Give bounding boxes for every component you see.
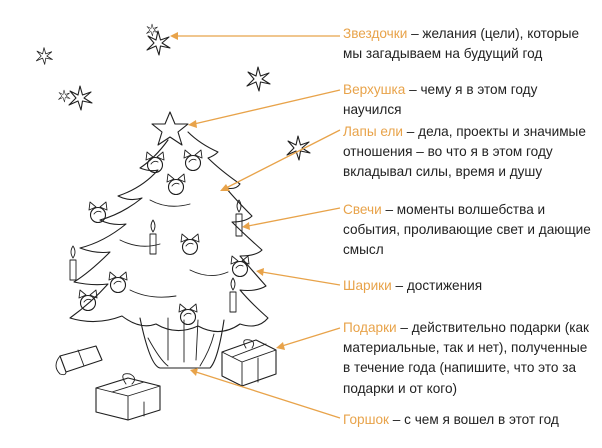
legend-description: желания (цели), которые мы загадываем на… [343, 26, 580, 62]
gift-icon [221, 339, 277, 387]
candle-icon [69, 245, 77, 281]
tree-top-star [151, 111, 189, 146]
candle-icon [235, 199, 243, 237]
ornament-icon [166, 173, 186, 196]
star-icon [151, 111, 189, 146]
ornament-icon [230, 255, 250, 278]
legend-item-tree-top: Верхушка – чему я в этом году научился [343, 80, 597, 120]
legend-term: Свечи [343, 202, 382, 217]
gift-icon [95, 373, 161, 421]
ornament-icon [108, 271, 128, 294]
legend-separator: – [389, 412, 405, 427]
ornament-icon [183, 149, 203, 172]
legend-separator: – [403, 124, 419, 139]
pot [139, 317, 225, 369]
star-icon [35, 47, 53, 65]
star-icon [68, 85, 93, 111]
pointer-lines [170, 32, 341, 419]
legend-item-ornaments: Шарики – достижения [343, 276, 597, 296]
legend-term: Звездочки [343, 26, 408, 41]
legend-item-gifts: Подарки – действительно подарки (как мат… [343, 318, 597, 399]
legend-separator: – [381, 202, 397, 217]
legend-description: чему я в этом году научился [343, 82, 538, 118]
tree-branches [69, 131, 269, 363]
legend-term: Подарки [343, 320, 397, 335]
legend-description: моменты волшебства и события, проливающи… [343, 202, 591, 258]
ornament-icon [78, 289, 98, 312]
legend-item-stars: Звездочки – желания (цели), которые мы з… [343, 24, 597, 64]
star-icon [286, 135, 311, 161]
legend-item-candles: Свечи – моменты волшебства и события, пр… [343, 200, 597, 261]
legend-description: дела, проекты и значимые отношения – во … [343, 124, 586, 180]
legend-term: Шарики [343, 278, 392, 293]
legend-separator: – [405, 82, 421, 97]
legend-separator: – [391, 278, 407, 293]
legend-description: действительно подарки (как материальные,… [343, 320, 589, 396]
candles [69, 199, 243, 313]
star-icon [146, 23, 159, 37]
star-icon [146, 30, 171, 56]
ornaments [78, 149, 250, 326]
candle-icon [149, 219, 157, 255]
ornament-icon [180, 233, 200, 256]
tree-icon [69, 131, 269, 333]
legend-description: достижения [406, 278, 483, 293]
star-icon [246, 66, 271, 92]
legend-item-pot: Горшок – с чем я вошел в этот год [343, 410, 597, 430]
legend-description: с чем я вошел в этот год [404, 412, 559, 427]
star-icon [58, 89, 71, 103]
ornament-icon [88, 201, 108, 224]
legend-item-branches: Лапы ели – дела, проекты и значимые отно… [343, 122, 597, 183]
gifts [55, 339, 277, 421]
legend-term: Горшок [343, 412, 389, 427]
candle-icon [229, 277, 237, 313]
legend-separator: – [407, 26, 423, 41]
legend-term: Лапы ели [343, 124, 404, 139]
legend-separator: – [396, 320, 412, 335]
legend-term: Верхушка [343, 82, 406, 97]
ornament-icon [178, 303, 198, 326]
gift-icon [55, 345, 103, 376]
